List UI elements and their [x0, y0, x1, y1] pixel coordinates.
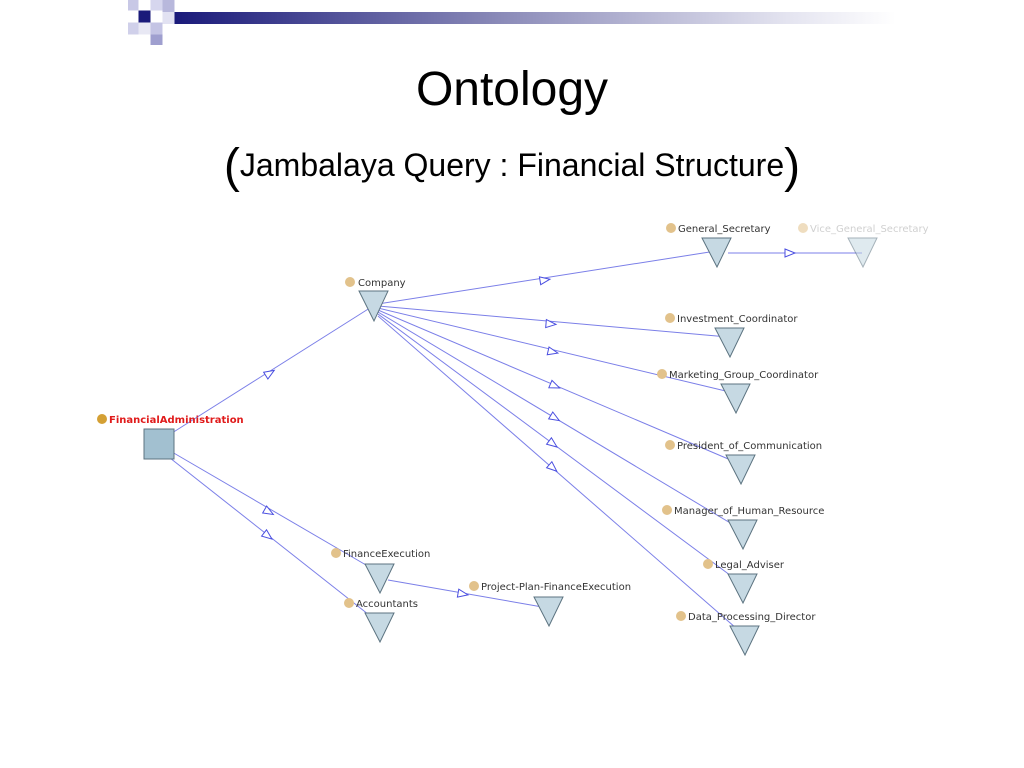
edge-root-company	[171, 305, 374, 434]
edge-company-legal-adviser	[377, 313, 743, 585]
node-dot-icon	[657, 369, 667, 379]
node-marketing-group-coordinator[interactable]: Marketing_Group_Coordinator	[657, 369, 819, 415]
node-president-of-communication[interactable]: President_of_Communication	[665, 440, 822, 486]
node-label-vice-general-secretary: Vice_General_Secretary	[810, 224, 929, 235]
node-label-general-secretary: General_Secretary	[678, 224, 771, 235]
triangle-node-icon	[727, 519, 758, 551]
edge-arrows	[260, 248, 797, 598]
edge-company-investment-coordinator	[377, 305, 729, 338]
edge-company-general-secretary	[377, 250, 717, 305]
node-label-marketing-group-coordinator: Marketing_Group_Coordinator	[669, 370, 819, 381]
node-vice-general-secretary[interactable]: Vice_General_Secretary	[798, 223, 929, 269]
triangle-node-icon	[533, 596, 564, 628]
node-dot-icon	[662, 505, 672, 515]
decorative-banner	[128, 0, 896, 45]
arrow-icon	[456, 588, 470, 598]
arrow-icon	[546, 346, 560, 356]
triangle-node-icon	[725, 454, 756, 486]
banner-square	[138, 22, 151, 35]
node-project-plan-finance-execution[interactable]: Project-Plan-FinanceExecution	[469, 581, 631, 628]
node-label-investment-coordinator: Investment_Coordinator	[677, 314, 798, 325]
node-manager-of-human-resource[interactable]: Manager_of_Human_Resource	[662, 505, 824, 551]
banner-square	[162, 0, 175, 12]
arrow-icon	[545, 436, 559, 448]
banner-square	[150, 22, 163, 35]
node-legal-adviser[interactable]: Legal_Adviser	[703, 559, 785, 605]
node-finance-execution[interactable]: FinanceExecution	[331, 548, 430, 595]
slide-subtitle: (Jambalaya Query : Financial Structure)	[0, 138, 1024, 196]
banner-gradient-bar	[174, 12, 896, 24]
arrow-icon	[548, 379, 561, 389]
subtitle-text: Jambalaya Query : Financial Structure	[239, 147, 785, 183]
node-label-data-processing-director: Data_Processing_Director	[688, 612, 816, 623]
node-company[interactable]: Company	[345, 277, 406, 323]
banner-square	[138, 10, 151, 23]
triangle-node-icon	[727, 573, 758, 605]
triangle-node-icon	[364, 563, 395, 595]
node-label-financial-administration: FinancialAdministration	[109, 415, 244, 426]
banner-square	[162, 12, 175, 24]
triangle-node-icon	[714, 327, 745, 359]
node-dot-icon	[665, 440, 675, 450]
arrow-icon	[545, 460, 558, 473]
node-label-company: Company	[358, 278, 406, 289]
node-dot-icon	[469, 581, 479, 591]
node-label-manager-of-human-resource: Manager_of_Human_Resource	[674, 506, 824, 517]
node-label-accountants: Accountants	[356, 599, 418, 610]
edge-root-finance-execution	[171, 451, 379, 573]
node-label-president-of-communication: President_of_Communication	[677, 441, 822, 452]
node-dot-icon	[676, 611, 686, 621]
arrow-icon	[261, 505, 275, 516]
edge-finance-execution-project-plan	[387, 579, 549, 609]
node-label-project-plan-finance-execution: Project-Plan-FinanceExecution	[481, 582, 631, 593]
arrow-icon	[547, 411, 561, 422]
node-general-secretary[interactable]: General_Secretary	[666, 223, 771, 269]
node-dot-icon	[345, 277, 355, 287]
node-accountants[interactable]: Accountants	[344, 598, 418, 644]
node-dot-icon	[666, 223, 676, 233]
node-label-legal-adviser: Legal_Adviser	[715, 560, 785, 571]
class-square-icon	[143, 428, 175, 460]
banner-square	[150, 34, 163, 45]
edge-root-accountants	[169, 457, 379, 623]
banner-square	[128, 0, 139, 11]
node-dot-icon	[97, 414, 107, 424]
node-dot-icon	[798, 223, 808, 233]
node-dot-icon	[665, 313, 675, 323]
banner-square	[128, 22, 139, 35]
arrow-icon	[260, 528, 274, 540]
node-dot-icon	[703, 559, 713, 569]
arrow-icon	[538, 276, 552, 286]
node-investment-coordinator[interactable]: Investment_Coordinator	[665, 313, 798, 359]
banner-square	[150, 0, 163, 11]
node-label-finance-execution: FinanceExecution	[343, 549, 430, 560]
node-financial-administration[interactable]: FinancialAdministration	[97, 414, 244, 460]
slide-title: Ontology	[415, 63, 609, 116]
node-dot-icon	[331, 548, 341, 558]
arrow-icon	[545, 318, 558, 329]
arrow-icon	[262, 369, 276, 380]
close-paren: )	[784, 140, 801, 193]
triangle-node-icon	[701, 237, 732, 269]
triangle-node-icon	[358, 290, 389, 323]
edges	[169, 250, 862, 636]
triangle-node-icon	[364, 612, 395, 644]
triangle-node-icon	[720, 383, 751, 415]
triangle-node-icon	[847, 237, 878, 269]
node-dot-icon	[344, 598, 354, 608]
node-data-processing-director[interactable]: Data_Processing_Director	[676, 611, 816, 657]
arrow-icon	[784, 248, 797, 258]
open-paren: (	[223, 140, 240, 193]
edge-company-marketing-group-coordinator	[377, 307, 735, 394]
triangle-node-icon	[729, 625, 760, 657]
edge-company-data-processing-director	[377, 315, 745, 636]
